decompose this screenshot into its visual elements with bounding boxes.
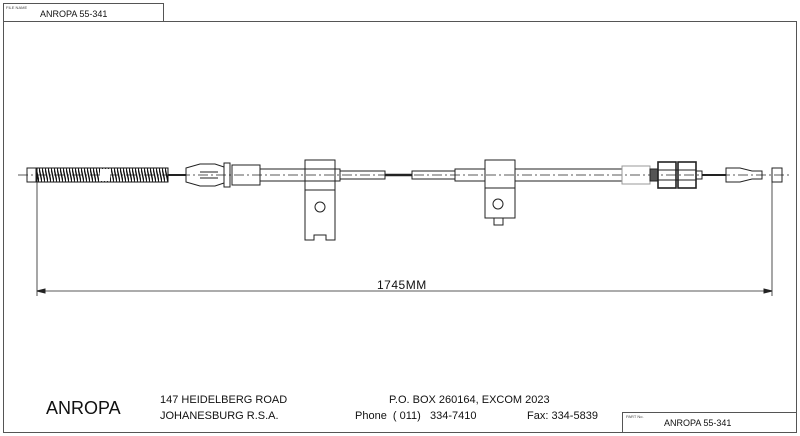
drawing-border [3, 21, 797, 433]
file-name: ANROPA 55-341 [40, 9, 108, 19]
end-fitting [725, 167, 763, 183]
address-line-2: JOHANESBURG R.S.A. [160, 410, 279, 422]
part-no-box [622, 412, 797, 433]
bracket-2 [484, 159, 516, 219]
company-name: ANROPA [46, 398, 121, 418]
po-box: P.O. BOX 260164, EXCOM 2023 [389, 394, 550, 406]
file-name-box [3, 3, 164, 22]
fax: Fax: 334-5839 [527, 410, 598, 422]
address-line-1: 147 HEIDELBERG ROAD [160, 394, 288, 406]
phone: Phone ( 011) 334-7410 [355, 410, 477, 422]
file-name-label: FILE NAME [6, 5, 28, 10]
left-end-cap [26, 167, 37, 183]
bracket-1 [304, 159, 336, 241]
right-end-cap [771, 167, 783, 183]
adjuster-nut-1 [657, 161, 677, 189]
part-no: ANROPA 55-341 [664, 418, 732, 428]
part-no-label: PART No. [626, 414, 644, 419]
overall-length-label: 1745MM [377, 278, 427, 292]
